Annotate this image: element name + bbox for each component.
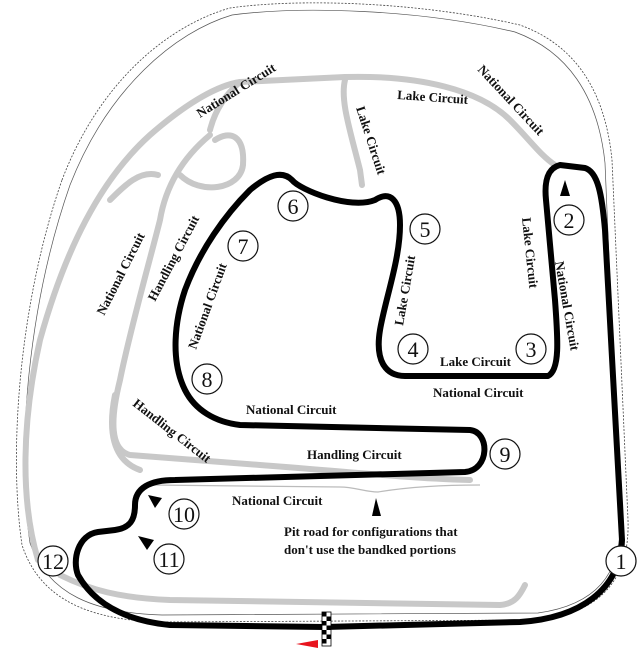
turn-marker-7: 7 [227, 230, 259, 262]
turn-marker-10: 10 [168, 498, 200, 530]
turn-marker-6: 6 [277, 190, 309, 222]
svg-text:9: 9 [500, 442, 511, 467]
label-lake-top: Lake Circuit [397, 87, 469, 107]
svg-text:6: 6 [288, 194, 299, 219]
svg-text:10: 10 [173, 502, 195, 527]
direction-arrow-icon [560, 180, 570, 196]
turn-marker-3: 3 [515, 333, 547, 365]
turn-marker-5: 5 [409, 213, 441, 245]
turn-marker-4: 4 [397, 333, 429, 365]
turn-marker-8: 8 [191, 363, 223, 395]
label-national-center: National Circuit [246, 402, 337, 417]
direction-arrow-icon [148, 495, 162, 508]
turn-marker-1: 1 [605, 545, 637, 577]
svg-text:7: 7 [238, 234, 249, 259]
start-finish-line [321, 611, 332, 647]
label-national-lower: National Circuit [232, 493, 323, 508]
label-handling-center: Handling Circuit [307, 447, 402, 462]
pit-note-line2: don't use the bandked portions [284, 542, 456, 557]
svg-text:11: 11 [158, 547, 179, 572]
start-direction-arrow-icon [296, 640, 318, 648]
turn-markers: 1 2 3 4 5 6 7 8 9 10 11 12 [37, 190, 637, 577]
turn-marker-2: 2 [553, 204, 585, 236]
svg-text:5: 5 [420, 217, 431, 242]
direction-arrow-icon [372, 498, 381, 516]
label-national-top: National Circuit [194, 60, 279, 121]
svg-text:3: 3 [526, 337, 537, 362]
label-lake-bottom-inner: Lake Circuit [440, 354, 512, 369]
svg-text:8: 8 [202, 367, 213, 392]
label-lake-right-vertical: Lake Circuit [519, 217, 541, 290]
pit-note-line1: Pit road for configurations that [284, 524, 458, 539]
turn-marker-12: 12 [37, 545, 69, 577]
svg-text:4: 4 [408, 337, 419, 362]
direction-arrow-icon [138, 536, 154, 550]
turn-marker-11: 11 [153, 543, 185, 575]
svg-text:12: 12 [42, 549, 64, 574]
pit-road-note: Pit road for configurations that don't u… [284, 524, 458, 557]
svg-text:2: 2 [564, 208, 575, 233]
svg-text:1: 1 [616, 549, 627, 574]
label-national-bottom-right: National Circuit [433, 385, 524, 400]
main-track [72, 162, 625, 630]
turn-marker-9: 9 [489, 438, 521, 470]
